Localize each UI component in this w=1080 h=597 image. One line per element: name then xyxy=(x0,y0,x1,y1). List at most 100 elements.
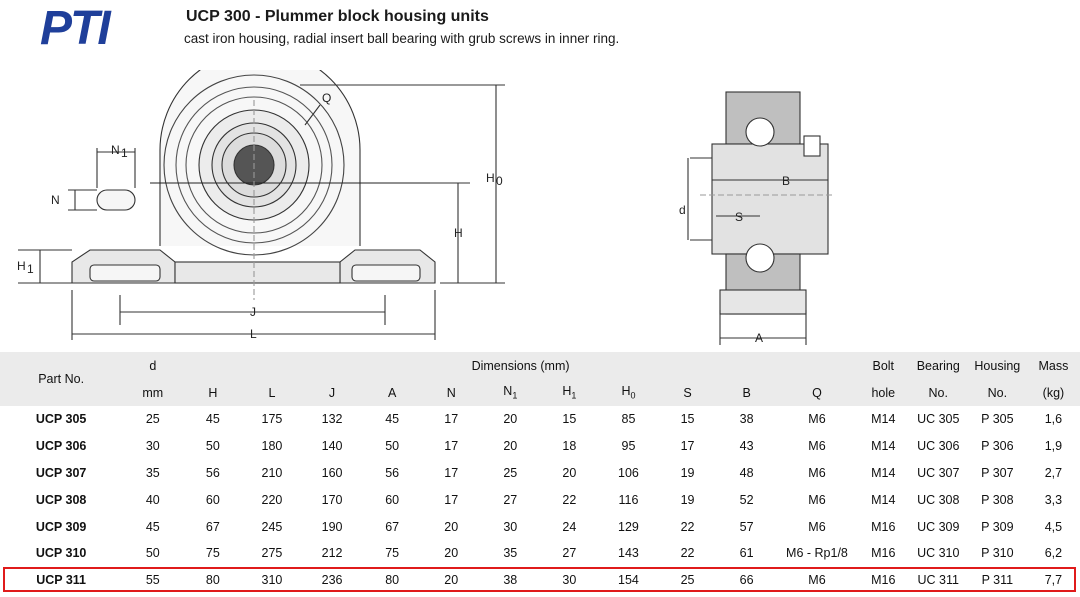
table-cell: M6 xyxy=(808,519,826,534)
header-hole: hole xyxy=(871,385,896,400)
table-cell: M14 xyxy=(871,439,896,454)
header-h1: H1 xyxy=(562,384,577,401)
part-number-cell: UCP 308 xyxy=(35,492,87,507)
table-cell: 61 xyxy=(739,546,754,561)
header-s: S xyxy=(683,385,692,400)
table-cell: 132 xyxy=(321,412,343,427)
table-cell: 116 xyxy=(618,492,639,507)
table-cell: 210 xyxy=(261,465,283,480)
label-l: L xyxy=(250,327,257,341)
table-cell: M16 xyxy=(871,573,896,588)
table-cell: M6 xyxy=(808,439,826,454)
page-subtitle: cast iron housing, radial insert ball be… xyxy=(184,31,620,46)
table-cell: 22 xyxy=(562,492,577,507)
header-part-no: Part No. xyxy=(38,372,85,386)
table-cell: P 305 xyxy=(981,412,1014,427)
pti-logo: PTI xyxy=(40,2,114,50)
header-row-bottom: mm H L J A N N1 H1 H0 S B Q hole No. No.… xyxy=(0,379,1080,406)
part-number-cell: UCP 310 xyxy=(35,546,87,561)
table-cell: 236 xyxy=(321,573,343,588)
table-cell: 310 xyxy=(261,573,283,588)
header-kg: (kg) xyxy=(1042,385,1065,400)
table-cell: 50 xyxy=(205,439,220,454)
table-cell: 30 xyxy=(145,439,160,454)
header-d: d xyxy=(149,358,157,373)
table-cell: M14 xyxy=(871,492,896,507)
table-cell: 35 xyxy=(145,465,160,480)
table-cell: 20 xyxy=(562,465,577,480)
table-cell: 4,5 xyxy=(1044,519,1063,534)
table-cell: 75 xyxy=(205,546,220,561)
header-bolt: Bolt xyxy=(872,358,895,373)
label-n: N xyxy=(51,193,60,207)
table-cell: 75 xyxy=(385,546,400,561)
front-view-labels: Q N 1 N H 1 H 0 H J L xyxy=(17,91,503,341)
table-cell: P 309 xyxy=(981,519,1014,534)
header-housing-no: No. xyxy=(987,385,1008,400)
table-cell: 275 xyxy=(261,546,283,561)
label-n1-sub: 1 xyxy=(121,146,128,160)
table-cell: 27 xyxy=(503,492,518,507)
header-row-top: Part No. d Dimensions (mm) Bolt Bearing … xyxy=(0,352,1080,386)
table-cell: UC 310 xyxy=(917,546,960,561)
label-h0-sub: 0 xyxy=(496,174,503,188)
table-cell: UC 305 xyxy=(917,412,960,427)
table-cell: P 306 xyxy=(981,439,1014,454)
part-number-cell: UCP 309 xyxy=(35,519,87,534)
label-h: H xyxy=(454,226,463,240)
table-cell: 67 xyxy=(205,519,220,534)
table-cell: 154 xyxy=(618,573,639,588)
table-cell: 25 xyxy=(680,573,695,588)
table-cell: P 311 xyxy=(981,573,1014,588)
part-number-cell: UCP 311 xyxy=(36,573,87,588)
table-cell: 220 xyxy=(261,492,283,507)
table-cell: 27 xyxy=(562,546,577,561)
table-cell: M6 xyxy=(808,573,826,588)
table-cell: 129 xyxy=(618,519,639,534)
table-cell: 50 xyxy=(385,439,400,454)
table-cell: P 310 xyxy=(981,546,1014,561)
table-cell: 22 xyxy=(680,546,695,561)
table-cell: 85 xyxy=(621,412,636,427)
table-cell: 20 xyxy=(503,412,518,427)
table-cell: 17 xyxy=(680,439,695,454)
table-cell: UC 311 xyxy=(917,573,959,588)
table-cell: 38 xyxy=(503,573,518,588)
table-cell: 2,7 xyxy=(1044,465,1063,480)
table-cell: 212 xyxy=(321,546,343,561)
label-h0: H xyxy=(486,171,495,185)
header-h0: H0 xyxy=(621,384,636,401)
table-cell: 50 xyxy=(145,546,160,561)
label-n1: N xyxy=(111,143,120,157)
table-cell: 38 xyxy=(739,412,754,427)
table-cell: 56 xyxy=(385,465,400,480)
side-view-labels: B d S A xyxy=(679,174,790,345)
table-cell: UC 309 xyxy=(917,519,960,534)
table-cell: 18 xyxy=(562,439,577,454)
table-header: Part No. d Dimensions (mm) Bolt Bearing … xyxy=(0,352,1080,406)
header-a: A xyxy=(387,385,397,400)
table-cell: 170 xyxy=(321,492,343,507)
table-cell: 66 xyxy=(739,573,754,588)
label-b: B xyxy=(782,174,790,188)
technical-drawing: Q N 1 N H 1 H 0 H J L B d S A xyxy=(17,70,832,345)
table-cell: 45 xyxy=(145,519,160,534)
header-l: L xyxy=(268,385,276,400)
table-cell: 17 xyxy=(444,465,459,480)
table-cell: 15 xyxy=(562,412,577,427)
label-h1-sub: 1 xyxy=(27,262,34,276)
header-n1: N1 xyxy=(503,384,518,401)
table-cell: 190 xyxy=(321,519,343,534)
table-cell: 80 xyxy=(205,573,220,588)
table-cell: 24 xyxy=(562,519,577,534)
table-cell: 60 xyxy=(205,492,220,507)
label-q: Q xyxy=(322,91,331,105)
table-cell: 22 xyxy=(680,519,695,534)
table-cell: UC 306 xyxy=(917,439,960,454)
table-cell: 20 xyxy=(444,573,459,588)
table-cell: 20 xyxy=(444,546,459,561)
